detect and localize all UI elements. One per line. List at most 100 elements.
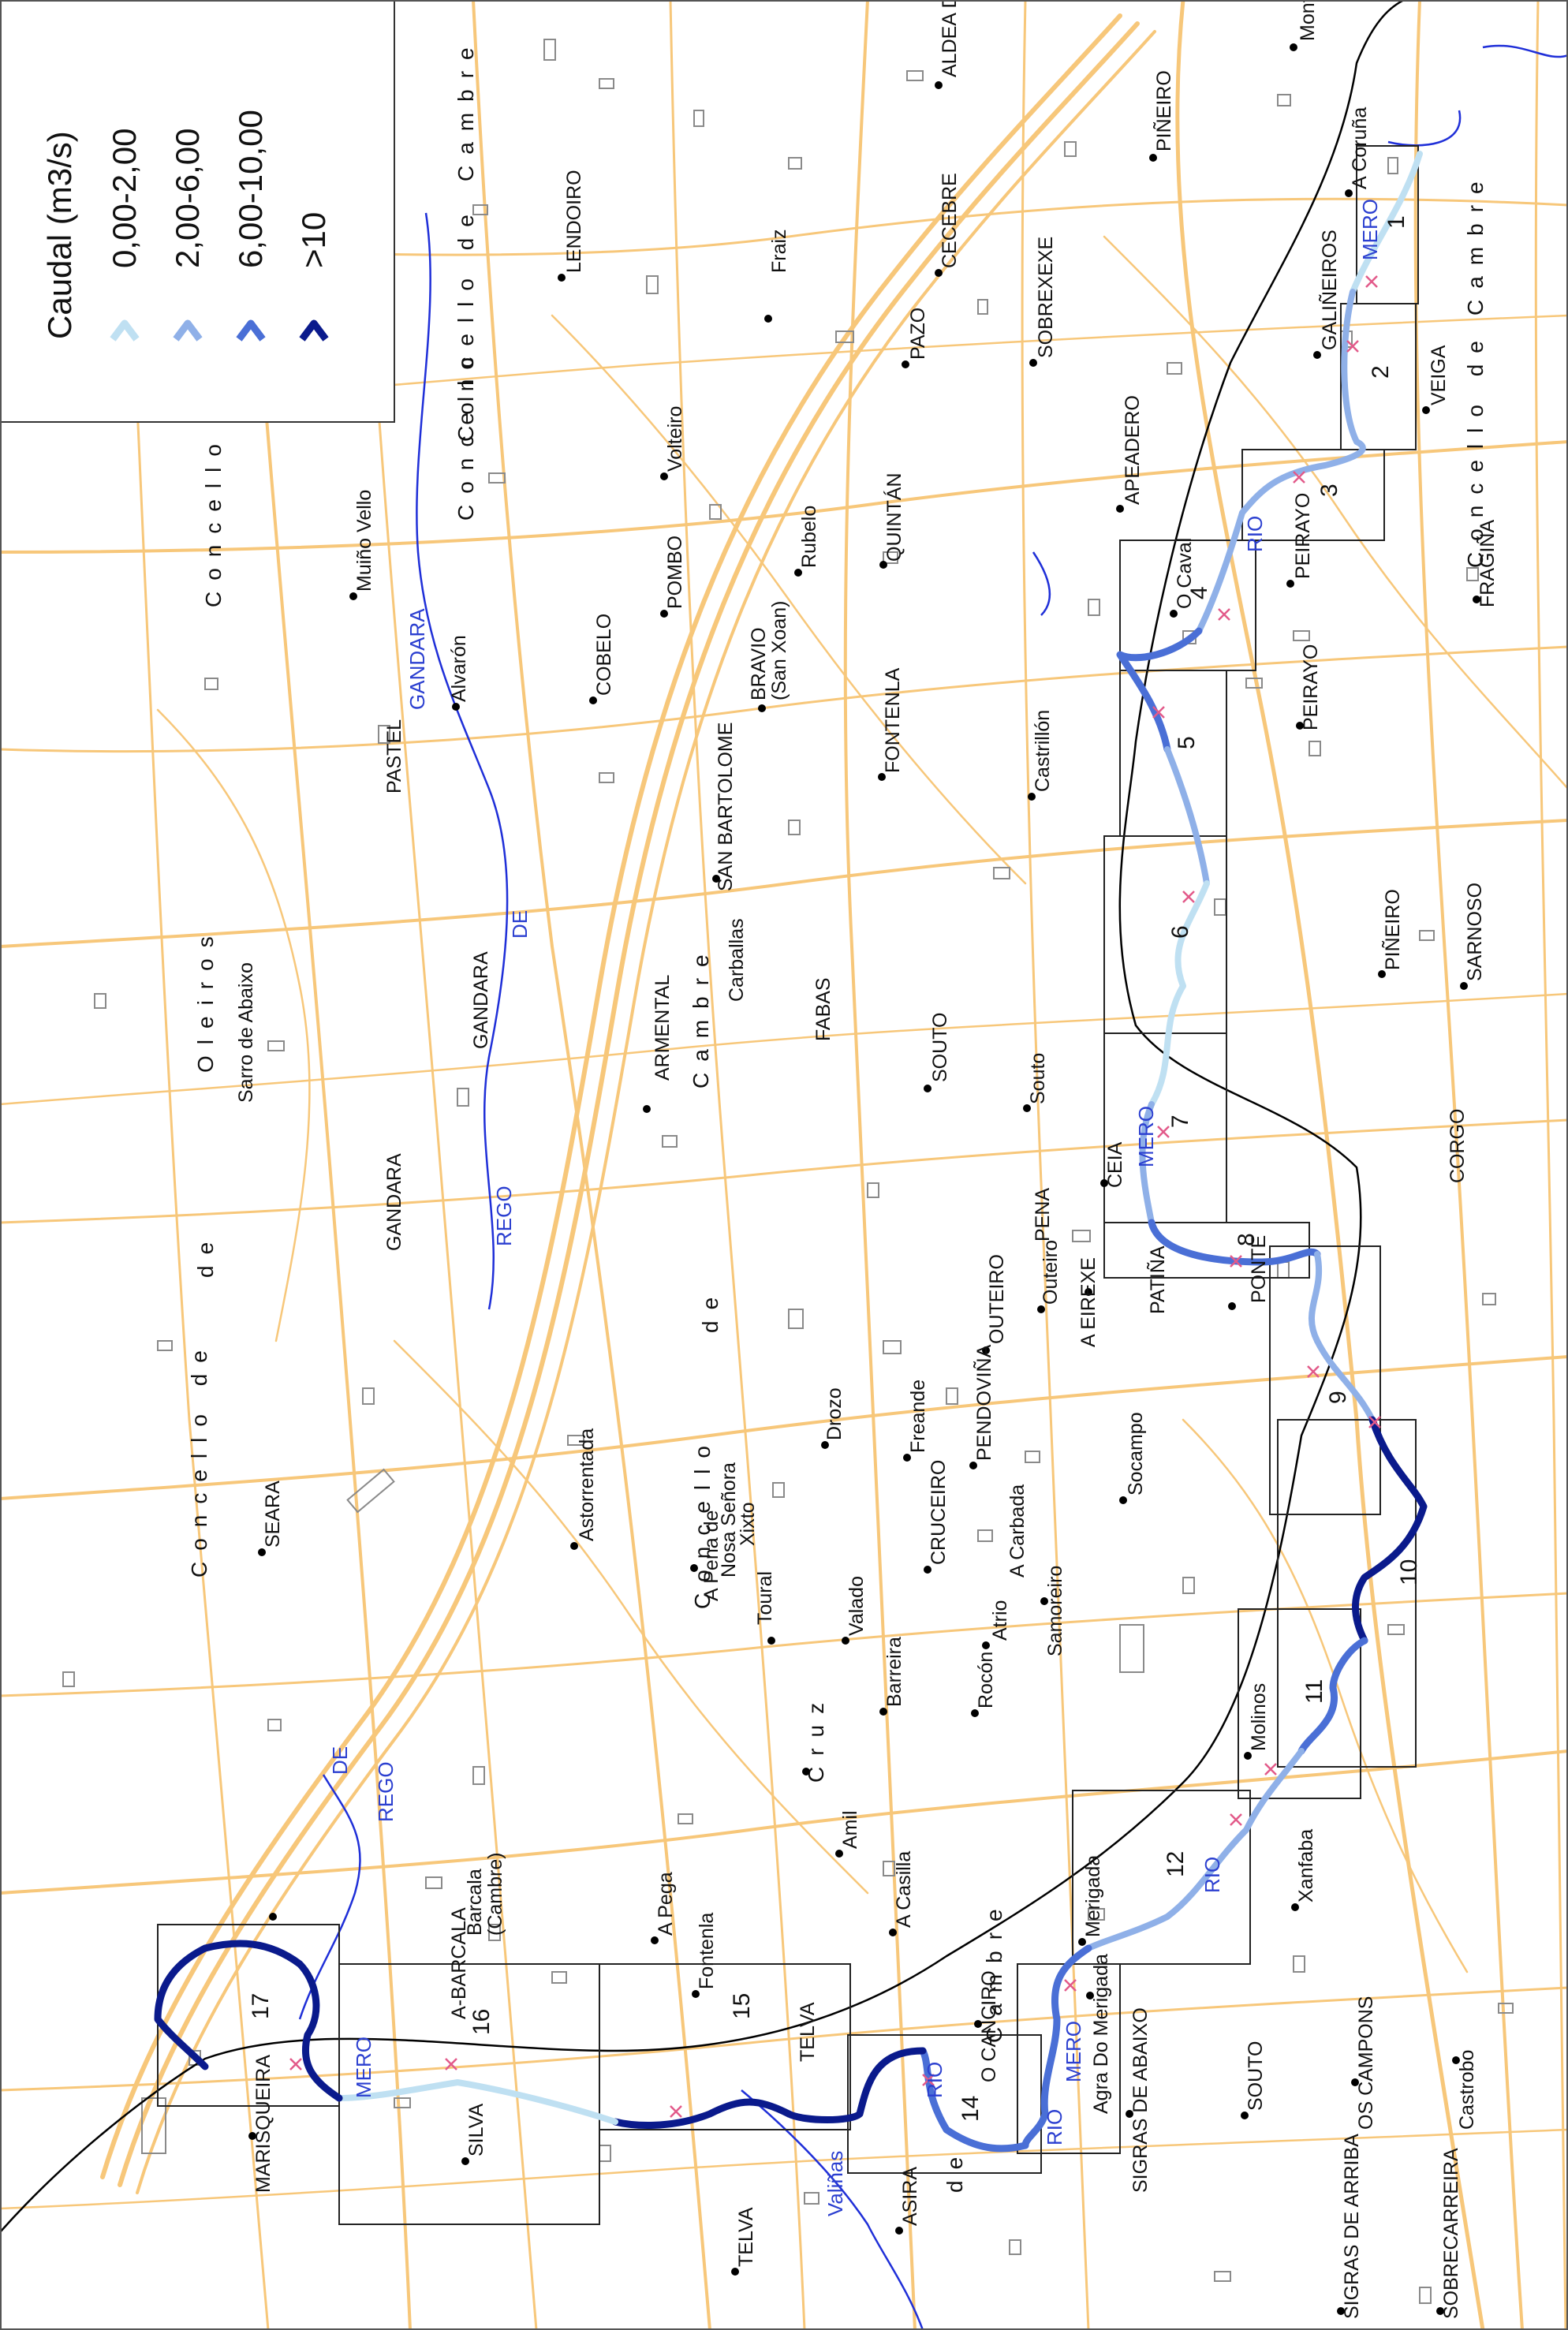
admin-label-de-1: de (193, 1231, 218, 1278)
place-label-o-cancio: O CANCIRO (978, 1970, 1000, 2082)
place-label-rubelo: Rubelo (798, 506, 820, 568)
place-label-telva-2: TELVA (735, 2207, 757, 2267)
place-label-galineiros: GALIÑEIROS (1318, 230, 1341, 350)
legend: Caudal (m3/s) 0,00-2,00 2,00-6,00 6,00-1… (0, 0, 395, 423)
place-label-aldea: ALDEA D (939, 0, 961, 77)
place-label-armental: ARMENTAL (651, 975, 674, 1081)
place-label-san-xoan: (San Xoan) (768, 601, 790, 700)
river-label-mero-3: MERO (1062, 2021, 1085, 2082)
admin-label-de-3: de (943, 2146, 967, 2193)
segment-number-11: 11 (1301, 1679, 1327, 1704)
river-label-gandara: GANDARA (405, 608, 429, 710)
place-label-apeadero: APEADERO (1122, 395, 1144, 505)
place-label-san-bartolome: SAN BARTOLOME (715, 723, 737, 891)
admin-label-cambre-3: Cambre (982, 1898, 1006, 2043)
place-label-castrillon: Castrillón (1032, 710, 1054, 792)
segment-number-5: 5 (1174, 736, 1200, 749)
place-label-ponte: PONTE (1248, 1235, 1270, 1303)
place-label-samoreiro: Samoreiro (1044, 1566, 1066, 1656)
river-label-rio-1: RIO (1243, 516, 1267, 552)
river-labels: MERO RIO MERO RIO MERO RIO RIO MERO GAND… (328, 199, 1382, 2216)
minor-streams (298, 44, 1568, 2330)
admin-label-cambre-4: Cambre (1463, 170, 1488, 316)
place-label-montes: Montes (1297, 0, 1319, 41)
place-label-patina: PATIÑA (1146, 1245, 1169, 1314)
place-label-lendoiro: LENDOIRO (563, 170, 585, 273)
legend-swatch-2 (173, 319, 203, 342)
place-label-fragina: FRAGIÑA (1476, 520, 1499, 607)
place-label-telva-1: TELVA (797, 2002, 819, 2062)
place-label-merigada: Merigada (1082, 1855, 1104, 1937)
segment-number-3: 3 (1316, 484, 1342, 497)
place-label-fontenla-n: FONTENLA (882, 667, 904, 773)
river-label-mero-2: MERO (1134, 1106, 1158, 1167)
river-label-de-2: DE (328, 1746, 352, 1775)
buildings (62, 39, 1514, 2304)
admin-labels: Cambre Concello de Concello Concello d O… (187, 36, 1488, 2193)
place-label-cobelo: COBELO (593, 614, 615, 696)
place-label-pazo: PAZO (907, 308, 929, 360)
place-label-pombo: POMBO (664, 536, 686, 609)
place-label-cecebre: CECEBRE (939, 173, 961, 268)
segment-number-4: 4 (1186, 586, 1212, 599)
place-label-barcala: Barcala (464, 1869, 486, 1936)
place-label-nosa-senora: Nosa Señora (718, 1462, 740, 1578)
place-label-os-campons: OS CAMPONS (1355, 1996, 1377, 2130)
legend-title: Caudal (m3/s) (41, 131, 78, 339)
river-label-de-1: DE (508, 910, 532, 939)
place-label-peirayo-2: PEIRAYO (1300, 644, 1322, 730)
place-label-quintan: QUINTÁN (883, 473, 905, 562)
place-label-a-eirexe: A EIREXE (1077, 1257, 1099, 1347)
place-label-castrobo: Castrobo (1456, 2050, 1478, 2130)
segment-number-16: 16 (469, 2009, 495, 2035)
admin-label-de-2: de (698, 1286, 722, 1333)
place-label-cambre-paren: (Cambre) (484, 1852, 506, 1936)
segment-number-12: 12 (1163, 1851, 1189, 1877)
place-dots (248, 43, 1480, 2315)
place-label-molinos: Molinos (1248, 1683, 1270, 1751)
place-label-silva: SILVA (465, 2104, 487, 2156)
legend-label-3: 6,00-10,00 (232, 110, 269, 268)
admin-label-oleiros: Oleiros (193, 925, 218, 1073)
place-label-muino-vello: Muiño Vello (353, 490, 375, 592)
place-label-a-barcala: A-BARCALA (448, 1907, 470, 2019)
place-label-cruceiro: CRUCEIRO (928, 1460, 950, 1565)
place-label-fabas: FABAS (812, 977, 834, 1041)
place-label-pena: PENA (1032, 1188, 1054, 1242)
river-label-mero-1: MERO (1358, 199, 1382, 260)
place-label-pastel: PASTEL (383, 719, 405, 793)
place-label-freande: Freande (907, 1380, 929, 1453)
place-label-a-casilla: A Casilla (893, 1851, 915, 1928)
place-label-o-caval: O Caval (1174, 538, 1196, 609)
place-label-souto-3: SOUTO (1245, 2041, 1267, 2111)
place-label-pineiro-right: PIÑEIRO (1381, 889, 1404, 970)
river-label-rego-2: REGO (374, 1761, 398, 1822)
admin-label-concello-5: Concello (690, 1435, 715, 1609)
segment-number-10: 10 (1396, 1559, 1422, 1585)
place-label-sarro-abaixo: Sarro de Abaixo (235, 962, 257, 1103)
admin-label-cruz: Cruz (804, 1692, 828, 1783)
legend-label-4: >10 (295, 212, 332, 268)
place-label-a-pega: A Pega (655, 1872, 677, 1936)
place-label-amil: Amil (839, 1810, 861, 1849)
place-label-drozo: Drozo (823, 1387, 846, 1440)
place-label-sigras-arriba: SIGRAS DE ARRIBA (1341, 2134, 1363, 2319)
river-label-rio-2: RIO (1200, 1857, 1224, 1893)
place-label-xanfaba: Xanfaba (1295, 1829, 1317, 1902)
river-label-rego-1: REGO (492, 1186, 516, 1246)
place-label-socampo: Socampo (1125, 1412, 1147, 1495)
admin-label-concello-6: Concello de (1463, 330, 1488, 568)
river-label-valinas: Valiñas (823, 2151, 847, 2216)
place-label-ceia: CEIA (1104, 1141, 1126, 1188)
segment-numbers: 1 2 3 4 5 6 7 8 9 10 11 12 14 15 16 17 (248, 215, 1422, 2122)
cross-markers (289, 275, 1381, 2118)
railway (0, 0, 1405, 2233)
place-label-corgo: CORGO (1447, 1109, 1469, 1183)
place-label-fraiz: Fraiz (768, 229, 790, 273)
place-label-alvaron: Alvarón (448, 635, 470, 702)
place-label-valado: Valado (846, 1576, 868, 1636)
place-label-atrio: Atrio (989, 1600, 1011, 1641)
place-label-marisqueira: MARISQUEIRA (252, 2055, 274, 2193)
